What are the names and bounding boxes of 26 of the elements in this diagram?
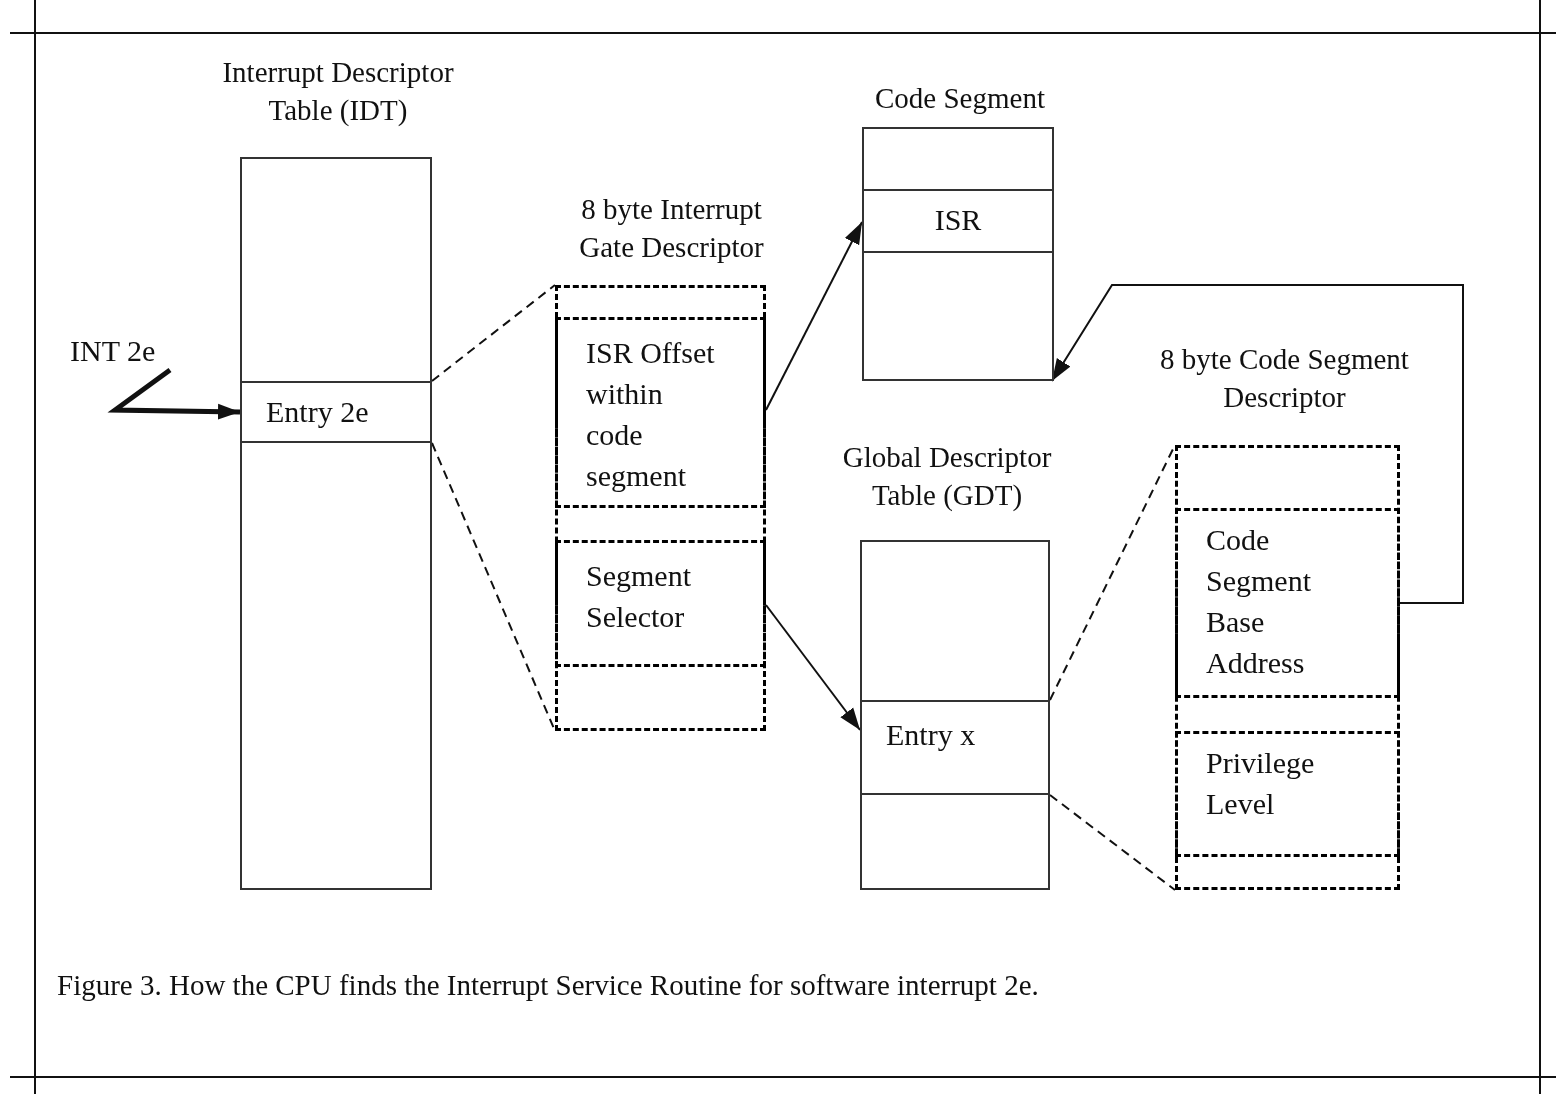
table-heading: 8 byte Interrupt Gate Descriptor: [578, 192, 765, 265]
descriptor-box: [555, 540, 766, 667]
field-label: Privilege Level: [1206, 745, 1316, 822]
table-heading: Interrupt Descriptor Table (IDT): [221, 55, 455, 128]
dashed-connector: [431, 284, 556, 382]
field-label: Segment Selector: [586, 558, 692, 635]
descriptor-box: [555, 317, 766, 508]
arrow: [107, 367, 241, 420]
table-box: [862, 189, 1054, 253]
table-box: [860, 700, 1050, 795]
arrow: [765, 221, 863, 411]
table-heading: Code Segment: [874, 81, 1046, 116]
figure-caption: Figure 3. How the CPU finds the Interrupt Service Routine for software interrupt 2e.: [57, 968, 1039, 1003]
field-label: ISR Offset within code segment: [586, 335, 716, 494]
arrow: [765, 604, 861, 731]
table-heading: 8 byte Code Segment Descriptor: [1159, 342, 1410, 415]
interrupt-label: INT 2e: [70, 333, 157, 369]
field-label: Code Segment Base Address: [1206, 522, 1312, 681]
arrow: [1051, 284, 1464, 604]
field-label: Entry x: [886, 717, 977, 753]
table-box: [240, 381, 432, 443]
field-label: Entry 2e: [266, 394, 370, 430]
field-label: ISR: [934, 202, 982, 238]
table-heading: Global Descriptor Table (GDT): [841, 440, 1053, 513]
descriptor-box: [1175, 508, 1400, 698]
descriptor-box: [1175, 731, 1400, 857]
